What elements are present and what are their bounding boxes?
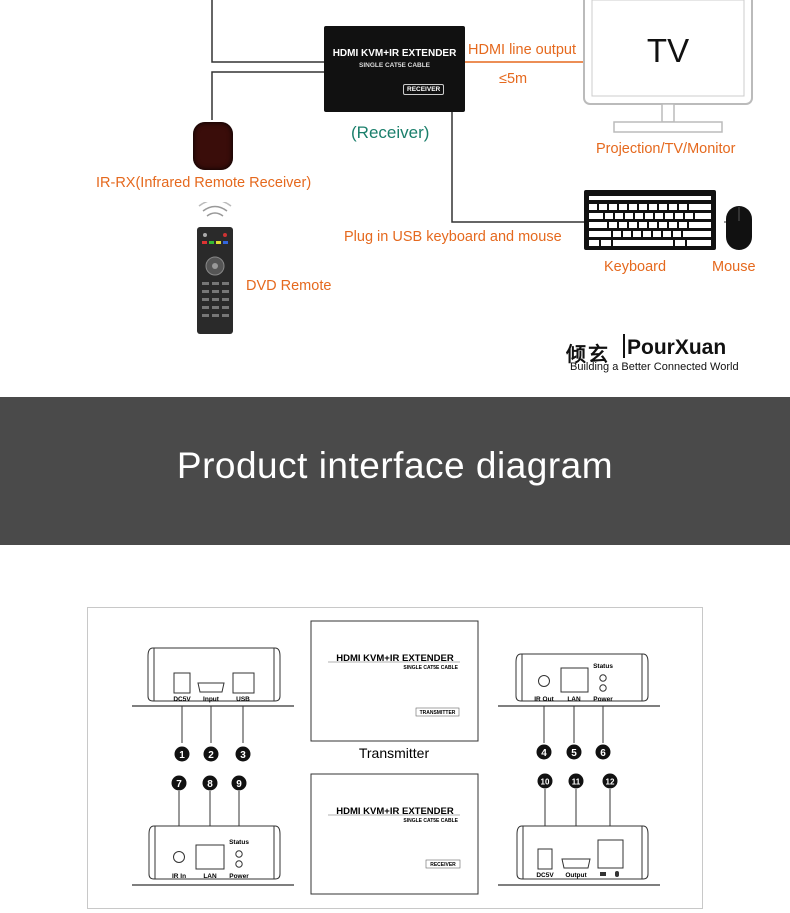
usb-label: Plug in USB keyboard and mouse: [344, 229, 562, 245]
t-box-title: HDMI KVM+IR EXTENDER: [336, 653, 454, 664]
interface-diagram: DC5V Input USB 1 2 3 HDMI KVM+IR EXTENDE…: [132, 620, 660, 895]
r-num-11: 11: [572, 778, 581, 787]
r-box-badge: RECEIVER: [430, 862, 456, 868]
t-back-port-6: Power: [593, 696, 613, 703]
banner-title: Product interface diagram: [176, 445, 614, 486]
hdmi-distance-label: ≤5m: [499, 71, 528, 87]
r-back-port-11: Output: [565, 872, 587, 879]
r-num-10: 10: [541, 778, 550, 787]
r-front-port-8: LAN: [203, 873, 217, 880]
t-front-port-3: USB: [236, 696, 250, 703]
brand-name: PourXuan: [627, 336, 727, 359]
interface-diagram-panel: DC5V Input USB 1 2 3 HDMI KVM+IR EXTENDE…: [87, 607, 703, 909]
tv-caption: Projection/TV/Monitor: [596, 141, 736, 157]
connection-diagram: HDMI KVM+IR EXTENDER SINGLE CAT5E CABLE …: [0, 0, 790, 397]
keyboard-caption: Keyboard: [604, 259, 667, 275]
mouse-port-icon: [615, 871, 619, 877]
hdmi-output-label: HDMI line output: [468, 42, 576, 58]
brand-divider: [623, 334, 625, 358]
r-num-9: 9: [236, 779, 242, 790]
r-num-7: 7: [176, 779, 182, 790]
r-front-port-7: IR In: [172, 873, 186, 880]
mouse-icon: [726, 206, 752, 250]
t-num-4: 4: [541, 748, 547, 759]
ir-receiver-caption: IR-RX(Infrared Remote Receiver): [96, 175, 312, 191]
receiver-title: HDMI KVM+IR EXTENDER: [332, 48, 457, 59]
t-num-1: 1: [179, 750, 185, 761]
transmitter-front-panel: [132, 647, 294, 707]
t-back-status: Status: [593, 663, 613, 670]
receiver-badge: RECEIVER: [403, 84, 445, 95]
transmitter-caption: Transmitter: [359, 745, 430, 761]
brand-tagline: Building a Better Connected World: [570, 361, 739, 373]
r-front-status: Status: [229, 839, 249, 846]
t-box-subtitle: SINGLE CAT5E CABLE: [403, 665, 458, 671]
receiver-caption: (Receiver): [351, 123, 430, 142]
receiver-device: HDMI KVM+IR EXTENDER SINGLE CAT5E CABLE …: [324, 26, 465, 112]
r-num-12: 12: [606, 778, 615, 787]
r-num-8: 8: [207, 779, 213, 790]
t-num-2: 2: [208, 750, 214, 761]
transmitter-back-panel: [498, 653, 660, 707]
receiver-front-panel: [132, 825, 294, 886]
receiver-subtitle: SINGLE CAT5E CABLE: [358, 62, 431, 69]
ir-receiver-icon: [193, 122, 233, 170]
t-back-port-5: LAN: [567, 696, 581, 703]
connection-lines: [211, 0, 738, 223]
remote-icon: [197, 202, 233, 334]
t-front-port-2: Input: [203, 696, 220, 703]
t-num-6: 6: [600, 748, 606, 759]
receiver-back-panel: [498, 825, 660, 886]
tv-icon: [583, 0, 753, 133]
t-back-port-4: IR Out: [534, 696, 554, 703]
tv-screen-text: TV: [646, 32, 690, 69]
tv-monitor: TV: [583, 0, 753, 133]
t-box-badge: TRANSMITTER: [420, 710, 456, 716]
section-banner: Product interface diagram: [0, 397, 790, 545]
keyboard-port-icon: [600, 872, 606, 876]
r-box-subtitle: SINGLE CAT5E CABLE: [403, 818, 458, 824]
remote-caption: DVD Remote: [246, 278, 332, 294]
r-back-port-10: DC5V: [536, 872, 554, 879]
mouse-caption: Mouse: [712, 259, 756, 275]
brand-logo: 倾玄 PourXuan Building a Better Connected …: [566, 334, 766, 374]
t-num-3: 3: [240, 750, 246, 761]
brand-cn: 倾玄: [566, 344, 610, 366]
r-box-title: HDMI KVM+IR EXTENDER: [336, 806, 454, 817]
keyboard-icon: [584, 190, 716, 250]
t-front-port-1: DC5V: [173, 696, 191, 703]
r-front-port-9: Power: [229, 873, 249, 880]
t-num-5: 5: [571, 748, 577, 759]
